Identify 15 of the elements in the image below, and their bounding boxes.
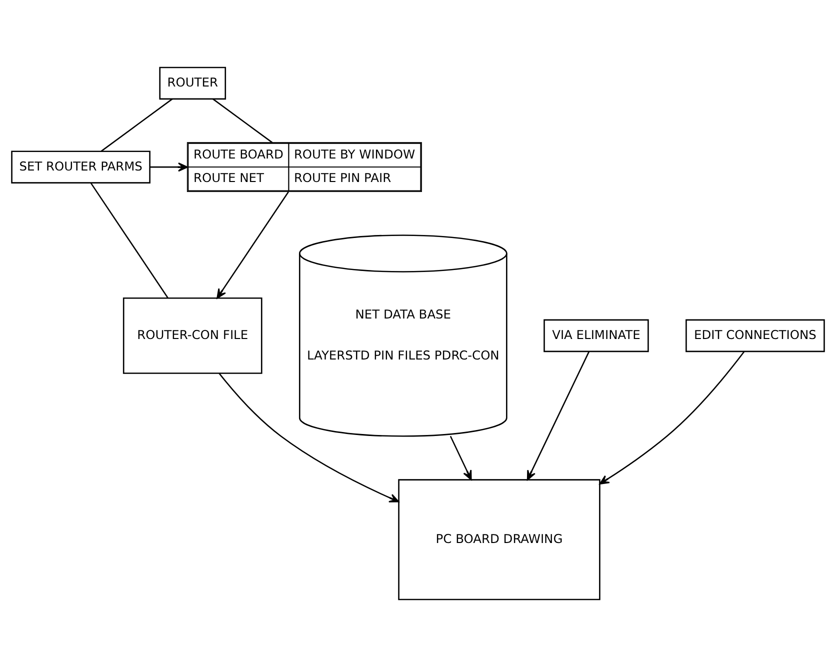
connector [100,98,173,152]
node-box: PC BOARD DRAWING [398,479,600,600]
arrow [526,351,590,480]
connector [90,182,168,298]
node-box: SET ROUTER PARMS [11,150,150,184]
node-box: VIA ELIMINATE [544,319,649,352]
node-box: EDIT CONNECTIONS [686,319,825,352]
arrow [599,351,745,485]
arrow [218,372,400,502]
arrow [216,192,289,299]
connector [212,98,273,144]
node-box: ROUTER-CON FILE [122,297,262,374]
arrow [150,162,188,172]
node-box: ROUTER [159,66,226,100]
arrow [450,436,472,480]
